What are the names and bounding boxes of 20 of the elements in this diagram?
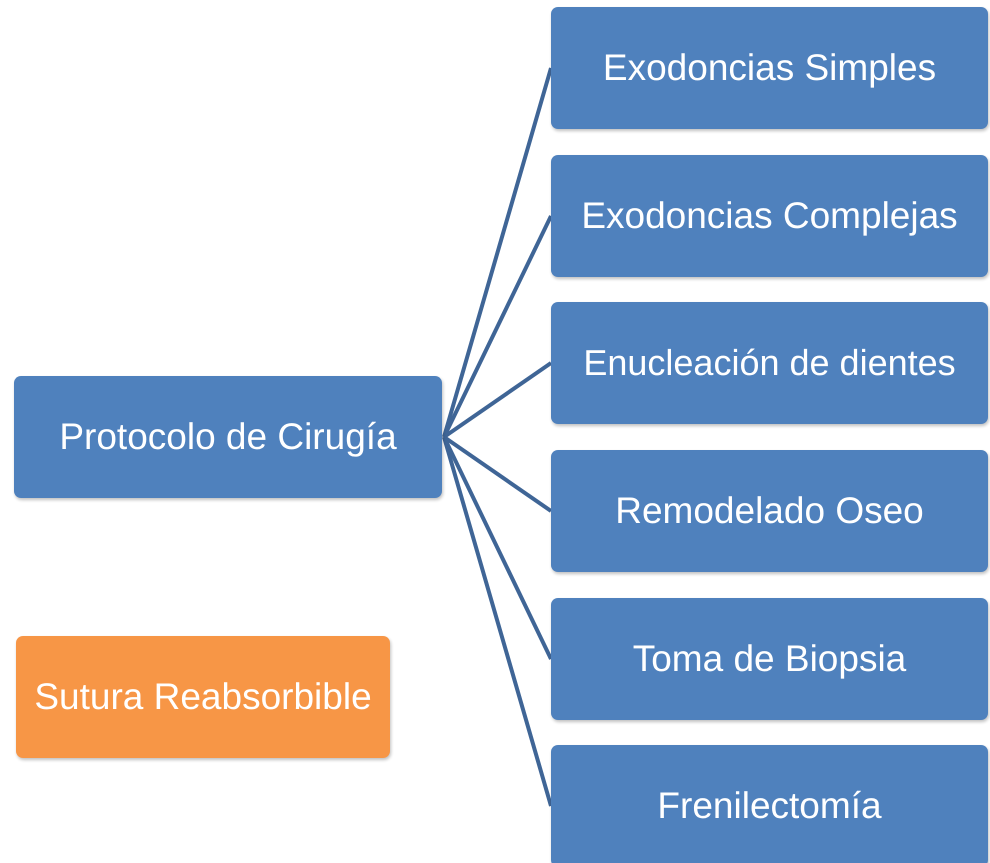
process-box (551, 598, 988, 720)
process-box (14, 376, 442, 498)
process-box (551, 302, 988, 424)
box-label: Toma de Biopsia (632, 638, 906, 680)
connector-line (442, 436, 553, 660)
process-box (551, 745, 988, 863)
connector-line (442, 67, 553, 438)
process-box (551, 155, 988, 277)
box-label: Protocolo de Cirugía (59, 416, 397, 458)
process-box (16, 636, 390, 758)
box-label: Exodoncias Simples (602, 48, 936, 88)
box-label: Sutura Reabsorbible (34, 676, 372, 718)
box-label: Exodoncias Complejas (581, 196, 958, 236)
process-box (551, 7, 988, 129)
connector-line (442, 436, 553, 807)
box-label: Enucleación de dientes (583, 343, 956, 383)
box-label: Remodelado Oseo (615, 490, 924, 532)
connector-line (442, 215, 553, 438)
process-box (551, 450, 988, 572)
box-label: Frenilectomía (657, 786, 882, 826)
